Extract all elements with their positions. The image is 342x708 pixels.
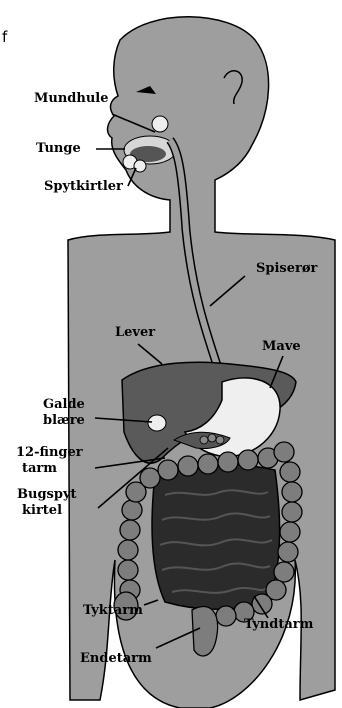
label-spiseroer: Spiserør bbox=[256, 262, 317, 276]
salivary-gland bbox=[152, 116, 168, 132]
label-bugspytkirtel-line2: kirtel bbox=[22, 504, 62, 518]
label-lever: Lever bbox=[115, 326, 155, 340]
gallbladder bbox=[148, 415, 166, 431]
label-mundhule: Mundhule bbox=[34, 92, 109, 106]
small-intestine bbox=[152, 465, 280, 610]
label-endetarm: Endetarm bbox=[80, 652, 152, 666]
label-12-fingertarm-line1: 12-finger bbox=[16, 446, 83, 460]
label-tyndtarm: Tyndtarm bbox=[244, 618, 313, 632]
label-spytkirtler: Spytkirtler bbox=[44, 180, 123, 194]
label-12-fingertarm-line2: tarm bbox=[22, 462, 57, 476]
label-mave: Mave bbox=[262, 340, 301, 354]
rectum bbox=[192, 607, 218, 656]
label-galdeblaere-line1: Galde bbox=[43, 398, 85, 412]
label-galdeblaere-line2: blære bbox=[43, 414, 85, 428]
label-tyktarm: Tyktarm bbox=[83, 604, 143, 618]
label-tunge: Tunge bbox=[36, 142, 81, 156]
label-bugspytkirtel-line1: Bugspyt bbox=[17, 488, 77, 502]
